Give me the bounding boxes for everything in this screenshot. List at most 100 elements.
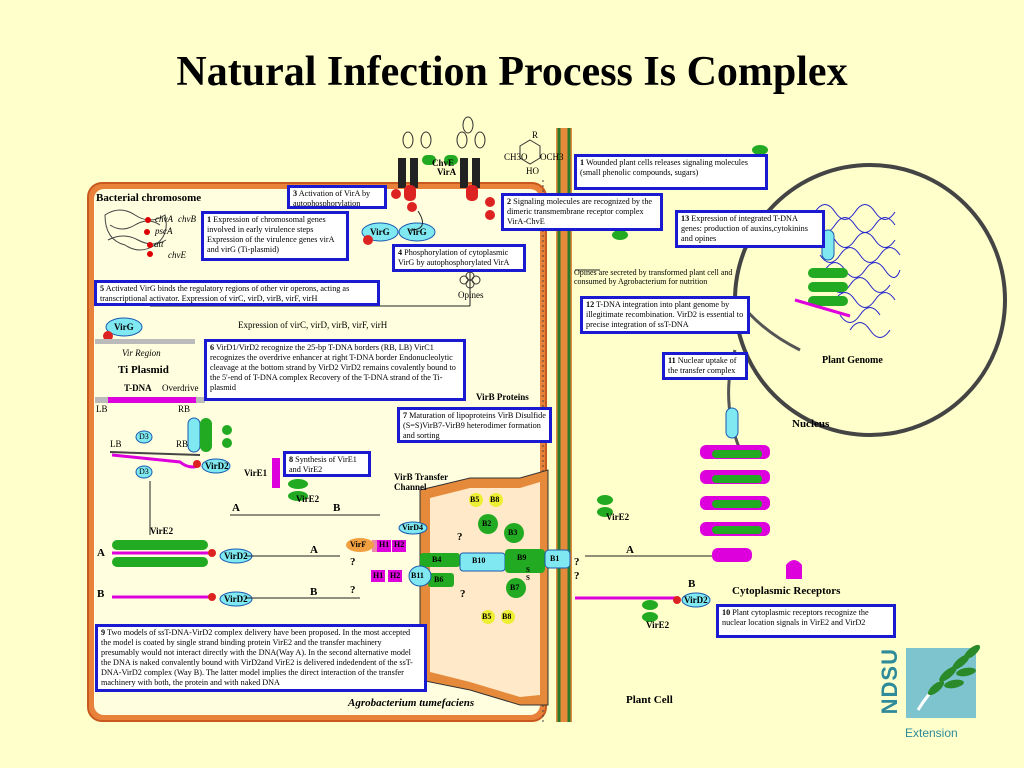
chvb-label: chvB xyxy=(178,214,196,224)
oh-label: HO xyxy=(526,166,539,176)
step-13-box: 13 Expression of integrated T-DNA genes:… xyxy=(675,210,825,248)
agrobacterium-label: Agrobacterium tumefaciens xyxy=(348,697,475,709)
question-3: ? xyxy=(350,584,356,596)
virf-label: VirF xyxy=(350,540,367,549)
way-a-label-2: A xyxy=(97,547,105,559)
ti-plasmid-bar xyxy=(95,339,195,344)
nucleus-label: Nucleus xyxy=(792,418,830,430)
t-dna-label: T-DNA xyxy=(124,383,152,393)
b5-label-1: B5 xyxy=(470,495,480,504)
virg-label-2: VirG xyxy=(407,227,427,237)
virb-channel-label: VirB Transfer Channel xyxy=(394,472,448,492)
vire2-coated-strand xyxy=(112,540,253,567)
step-9-box: 9 Two models of ssT-DNA-VirD2 complex de… xyxy=(95,624,427,692)
plant-genome-label: Plant Genome xyxy=(822,355,883,366)
step-7-box: 7 Maturation of lipoproteins VirB Disulf… xyxy=(397,407,552,443)
rb-label-2: RB xyxy=(176,439,189,449)
vire2-label-2: VirE2 xyxy=(150,526,174,536)
step-6-box: 6 VirD1/VirD2 recognize the 25-bp T-DNA … xyxy=(204,339,466,401)
step-11-box: 11 Nuclear uptake of the transfer comple… xyxy=(662,352,748,380)
vire1-label: VirE1 xyxy=(244,468,268,478)
step-10-box: 10 Plant cytoplasmic receptors recognize… xyxy=(716,604,896,638)
bacterial-chromosome-label: Bacterial chromosome xyxy=(96,192,202,204)
step-12-box: 12 T-DNA integration into plant genome b… xyxy=(580,296,750,334)
b5-label-2: B5 xyxy=(482,612,492,621)
h1-label-1: H1 xyxy=(379,540,390,549)
vire2-label-4: VirE2 xyxy=(646,620,670,630)
d3-label-1: D3 xyxy=(139,432,149,441)
vird2-label-4: VirD2 xyxy=(684,595,708,605)
step-3-box: 3 Activation of VirA by autophosphorylat… xyxy=(287,185,387,209)
way-b-label-3: B xyxy=(310,586,318,598)
way-b-label-2: B xyxy=(97,588,105,600)
step-1-box: 1 Wounded plant cells releases signaling… xyxy=(574,154,768,190)
b6-label: B6 xyxy=(434,575,444,584)
vir-region-label: Vir Region xyxy=(122,348,161,358)
virb-complex xyxy=(346,493,571,624)
overdrive-label: Overdrive xyxy=(162,383,199,393)
expression-line: Expression of virC, virD, virB, virF, vi… xyxy=(238,320,388,330)
b11-label: B11 xyxy=(411,571,424,580)
chva-label: chvA xyxy=(155,214,173,224)
h2-label-2: H2 xyxy=(390,571,401,580)
h1-label-2: H1 xyxy=(373,571,384,580)
step-2-box: 2 Signaling molecules are recognized by … xyxy=(501,193,663,231)
virg-label-3: VirG xyxy=(114,322,134,332)
vira-label: VirA xyxy=(437,167,457,177)
step-5-box: 5 Activated VirG binds the regulatory re… xyxy=(94,280,380,306)
d3-label-2: D3 xyxy=(139,467,149,476)
ndsu-leaf-logo xyxy=(906,644,981,718)
b4-label: B4 xyxy=(432,555,442,564)
cytoplasmic-receptors xyxy=(700,445,802,579)
way-b-label-4: B xyxy=(688,578,696,590)
question-4: ? xyxy=(460,588,466,600)
ndsu-extension-label: Extension xyxy=(905,726,958,740)
way-a-label-1: A xyxy=(232,502,240,514)
att-label: att xyxy=(154,239,164,249)
h2-label-1: H2 xyxy=(394,540,405,549)
plant-cell-label: Plant Cell xyxy=(626,694,673,706)
opines-note: Opines are secreted by transformed plant… xyxy=(574,268,733,286)
slide-title: Natural Infection Process Is Complex xyxy=(176,49,848,95)
step-8-box: 8 Synthesis of VirE1 and VirE2 xyxy=(283,451,371,477)
rb-label-1: RB xyxy=(178,404,191,414)
vird4-label: VirD4 xyxy=(402,523,424,532)
psca-label: pscA xyxy=(155,226,173,236)
b3-label: B3 xyxy=(508,528,518,537)
virg-label-1: VirG xyxy=(370,227,390,237)
vira-chve-receptor xyxy=(391,116,495,220)
ti-plasmid-label: Ti Plasmid xyxy=(118,364,169,376)
r-label: R xyxy=(532,130,539,140)
step-1b-box: 1 Expression of chromosomal genes involv… xyxy=(201,211,349,261)
way-a-label-4: A xyxy=(626,544,634,556)
opines-label: Opines xyxy=(458,290,484,300)
vird2-label-2: VirD2 xyxy=(224,551,248,561)
vird2-label-1: VirD2 xyxy=(205,461,229,471)
b1-label: B1 xyxy=(550,554,560,563)
methoxy-label: CH3O xyxy=(504,152,528,162)
plant-genome xyxy=(814,204,901,338)
ss-label: S S xyxy=(526,566,530,582)
b7-label: B7 xyxy=(510,583,520,592)
b8-label-2: B8 xyxy=(502,612,512,621)
b8-label-1: B8 xyxy=(490,495,500,504)
b2-label: B2 xyxy=(482,519,492,528)
b10-label: B10 xyxy=(472,556,486,565)
question-6: ? xyxy=(574,570,580,582)
och3-label: OCH3 xyxy=(540,152,564,162)
step-4-box: 4 Phosphorylation of cytoplasmic VirG by… xyxy=(392,244,526,272)
question-1: ? xyxy=(457,531,463,543)
way-a-label-3: A xyxy=(310,544,318,556)
vird2-label-3: VirD2 xyxy=(224,594,248,604)
way-b-label-1: B xyxy=(333,502,341,514)
question-2: ? xyxy=(350,556,356,568)
virb-proteins-label: VirB Proteins xyxy=(476,392,529,402)
lb-label-2: LB xyxy=(110,439,122,449)
vire2-label-1: VirE2 xyxy=(296,494,320,504)
b9-label: B9 xyxy=(517,553,527,562)
ndsu-logo-text: NDSU xyxy=(877,648,902,715)
lb-label-1: LB xyxy=(96,404,108,414)
cytoplasmic-receptors-label: Cytoplasmic Receptors xyxy=(732,585,841,597)
question-5: ? xyxy=(574,556,580,568)
chve-gene-label: chvE xyxy=(168,250,186,260)
